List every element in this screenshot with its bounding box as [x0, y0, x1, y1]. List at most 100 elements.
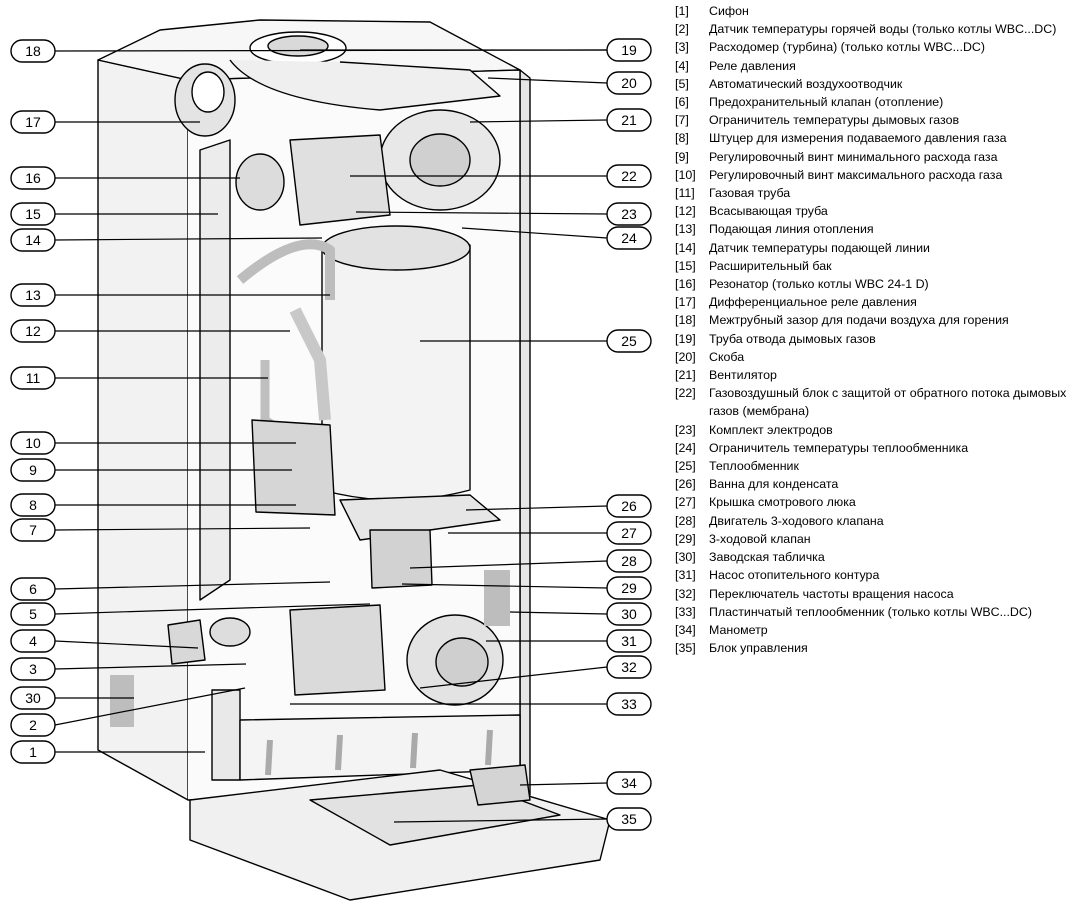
casing-right-edge: [519, 69, 531, 796]
callout-bubble: [606, 38, 652, 62]
legend-number: [24]: [675, 440, 696, 455]
legend-number: [23]: [675, 422, 696, 437]
callout-left-9: 9: [10, 458, 56, 482]
leader-line: [401, 583, 608, 589]
callout-right-29: 29: [606, 576, 652, 600]
legend-text: Ванна для конденсата: [709, 477, 839, 492]
callout-bubble: [10, 518, 56, 542]
legend-number: [32]: [675, 586, 696, 601]
condensate-tray: [339, 494, 501, 541]
callout-number: 18: [25, 43, 41, 59]
leader-line: [54, 663, 247, 670]
callout-left-14: 14: [10, 228, 56, 252]
manometer: [469, 764, 531, 806]
callout-number: 7: [29, 522, 37, 538]
leader-line: [487, 77, 608, 84]
legend-number: [16]: [675, 277, 696, 292]
callout-number: 3: [29, 661, 37, 677]
callout-number: 26: [621, 498, 637, 514]
callout-bubble: [10, 577, 56, 601]
callout-left-7: 7: [10, 518, 56, 542]
callout-bubble: [10, 202, 56, 226]
callout-bubble: [10, 458, 56, 482]
connection-3: [410, 732, 418, 769]
pump-head: [435, 637, 489, 687]
leader-line: [419, 666, 608, 689]
legend-number: [31]: [675, 568, 696, 583]
callout-bubble: [606, 164, 652, 188]
legend-number: [29]: [675, 531, 696, 546]
callout-number: 13: [25, 287, 41, 303]
callout-number: 10: [25, 435, 41, 451]
leader-line: [54, 237, 323, 241]
legend-item: [15]Расширительный бак: [675, 257, 1075, 275]
legend-item: [16]Резонатор (только котлы WBC 24-1 D): [675, 275, 1075, 293]
legend-text: Автоматический воздухоотводчик: [709, 76, 903, 91]
callout-right-20: 20: [606, 71, 652, 95]
callout-number: 22: [621, 168, 637, 184]
callout-bubble: [606, 771, 652, 795]
legend-text: Межтрубный зазор для подачи воздуха для …: [709, 313, 1009, 328]
leader-line: [509, 611, 608, 615]
callout-number: 30: [25, 690, 41, 706]
legend-number: [28]: [675, 513, 696, 528]
callout-number: 5: [29, 606, 37, 622]
legend-text: Предохранительный клапан (отопление): [709, 95, 944, 110]
legend-item: [18]Межтрубный зазор для подачи воздуха …: [675, 311, 1075, 329]
expansion-tank: [199, 139, 231, 601]
legend-text: Сифон: [709, 4, 749, 18]
legend-text: Насос отопительного контура: [709, 568, 880, 583]
connection-1: [265, 739, 273, 776]
data-plate-right: [484, 570, 510, 626]
legend-number: [15]: [675, 258, 696, 273]
legend-number: [3]: [675, 40, 689, 55]
leader-line: [355, 211, 608, 215]
legend-number: [26]: [675, 477, 696, 492]
legend-item: [23]Комплект электродов: [675, 421, 1075, 439]
legend-item: [34]Манометр: [675, 621, 1075, 639]
callout-bubble: [10, 39, 56, 63]
legend-text: Расходомер (турбина) (только котлы WBC..…: [709, 40, 985, 55]
legend-item: [19]Труба отвода дымовых газов: [675, 330, 1075, 348]
callout-left-6: 6: [10, 577, 56, 601]
callout-right-26: 26: [606, 494, 652, 518]
legend-item: [28]Двигатель 3-ходового клапана: [675, 512, 1075, 530]
legend-item: [33]Пластинчатый теплообменник (только к…: [675, 603, 1075, 621]
leader-line: [393, 818, 608, 823]
leader-line: [54, 581, 331, 590]
callout-bubble: [606, 549, 652, 573]
callout-bubble: [606, 576, 652, 600]
legend-item: [12]Всасывающая труба: [675, 202, 1075, 220]
callout-bubble: [606, 71, 652, 95]
callout-left-2: 2: [10, 713, 56, 737]
gas-valve: [251, 419, 336, 516]
legend-item: [11]Газовая труба: [675, 184, 1075, 202]
legend-text: Реле давления: [709, 58, 796, 73]
legend-text: Манометр: [709, 622, 768, 637]
legend-text: Датчик температуры подающей линии: [709, 240, 930, 255]
callout-number: 17: [25, 114, 41, 130]
legend-number: [22]: [675, 386, 696, 401]
callout-number: 14: [25, 232, 41, 248]
leader-line: [519, 782, 608, 786]
legend-number: [11]: [675, 186, 695, 201]
callout-left-11: 11: [10, 366, 56, 390]
legend-number: [25]: [675, 459, 696, 474]
callout-left-10: 10: [10, 431, 56, 455]
legend-item: [24]Ограничитель температуры теплообменн…: [675, 439, 1075, 457]
callout-bubble: [606, 807, 652, 831]
callout-left-1: 1: [10, 740, 56, 764]
callout-right-30: 30: [606, 602, 652, 626]
siphon: [211, 689, 241, 781]
callout-bubble: [10, 686, 56, 710]
legend-number: [1]: [675, 4, 689, 18]
callout-bubble: [606, 108, 652, 132]
callout-number: 27: [621, 525, 637, 541]
legend-number: [13]: [675, 222, 696, 237]
callout-left-30: 30: [10, 686, 56, 710]
callout-bubble: [10, 228, 56, 252]
fan-hub: [409, 133, 471, 187]
callout-right-22: 22: [606, 164, 652, 188]
pressure-switch: [167, 619, 206, 665]
callout-bubble: [10, 319, 56, 343]
